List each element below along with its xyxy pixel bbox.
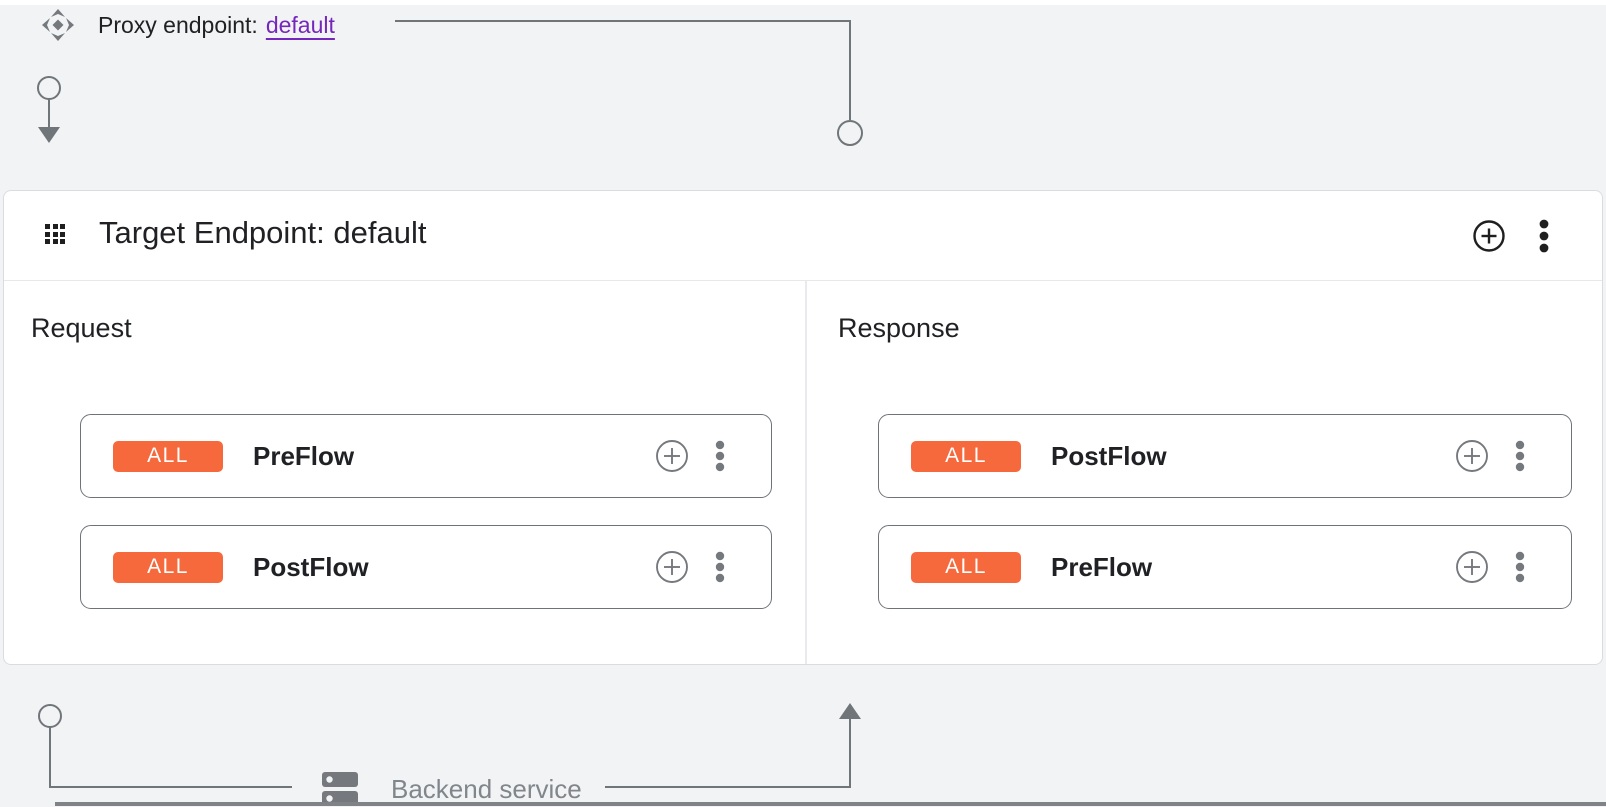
kebab-menu-icon[interactable]	[715, 439, 725, 473]
kebab-menu-icon[interactable]	[1515, 550, 1525, 584]
add-circle-icon[interactable]	[1455, 439, 1489, 473]
flow-row-request-postflow[interactable]: ALL PostFlow	[80, 525, 772, 609]
flow-name: PreFlow	[253, 440, 355, 471]
request-section-label: Request	[31, 313, 132, 343]
target-endpoint-header: Target Endpoint: default	[4, 191, 1602, 281]
target-endpoint-card: Target Endpoint: default	[3, 190, 1603, 665]
backend-service-row: Backend service	[322, 771, 582, 807]
add-circle-icon[interactable]	[1455, 550, 1489, 584]
condition-badge: ALL	[911, 551, 1021, 583]
response-section-label: Response	[838, 313, 960, 343]
kebab-menu-icon[interactable]	[715, 550, 725, 584]
condition-badge: ALL	[911, 440, 1021, 472]
apps-grid-icon	[45, 210, 95, 274]
top-edge-strip	[0, 0, 1606, 5]
flow-name: PostFlow	[253, 551, 369, 582]
flow-name: PreFlow	[1051, 551, 1153, 582]
kebab-menu-icon[interactable]	[1538, 217, 1550, 255]
flow-name: PostFlow	[1051, 440, 1167, 471]
add-circle-icon[interactable]	[1472, 219, 1506, 253]
pane-divider	[805, 281, 807, 664]
flow-row-response-preflow[interactable]: ALL PreFlow	[878, 525, 1572, 609]
backend-service-label: Backend service	[391, 773, 582, 804]
proxy-endpoint-row: Proxy endpoint: default	[40, 7, 335, 43]
kebab-menu-icon[interactable]	[1515, 439, 1525, 473]
condition-badge: ALL	[113, 551, 223, 583]
header-actions	[1472, 191, 1550, 281]
condition-badge: ALL	[113, 440, 223, 472]
add-circle-icon[interactable]	[655, 439, 689, 473]
bottom-scroll-bar[interactable]	[55, 802, 1606, 806]
proxy-endpoint-link[interactable]: default	[265, 11, 335, 38]
flow-row-request-preflow[interactable]: ALL PreFlow	[80, 414, 772, 498]
proxy-endpoint-icon	[42, 9, 74, 41]
target-endpoint-title: Target Endpoint: default	[99, 215, 427, 250]
add-circle-icon[interactable]	[655, 550, 689, 584]
flow-row-response-postflow[interactable]: ALL PostFlow	[878, 414, 1572, 498]
proxy-endpoint-label: Proxy endpoint:	[98, 11, 258, 38]
